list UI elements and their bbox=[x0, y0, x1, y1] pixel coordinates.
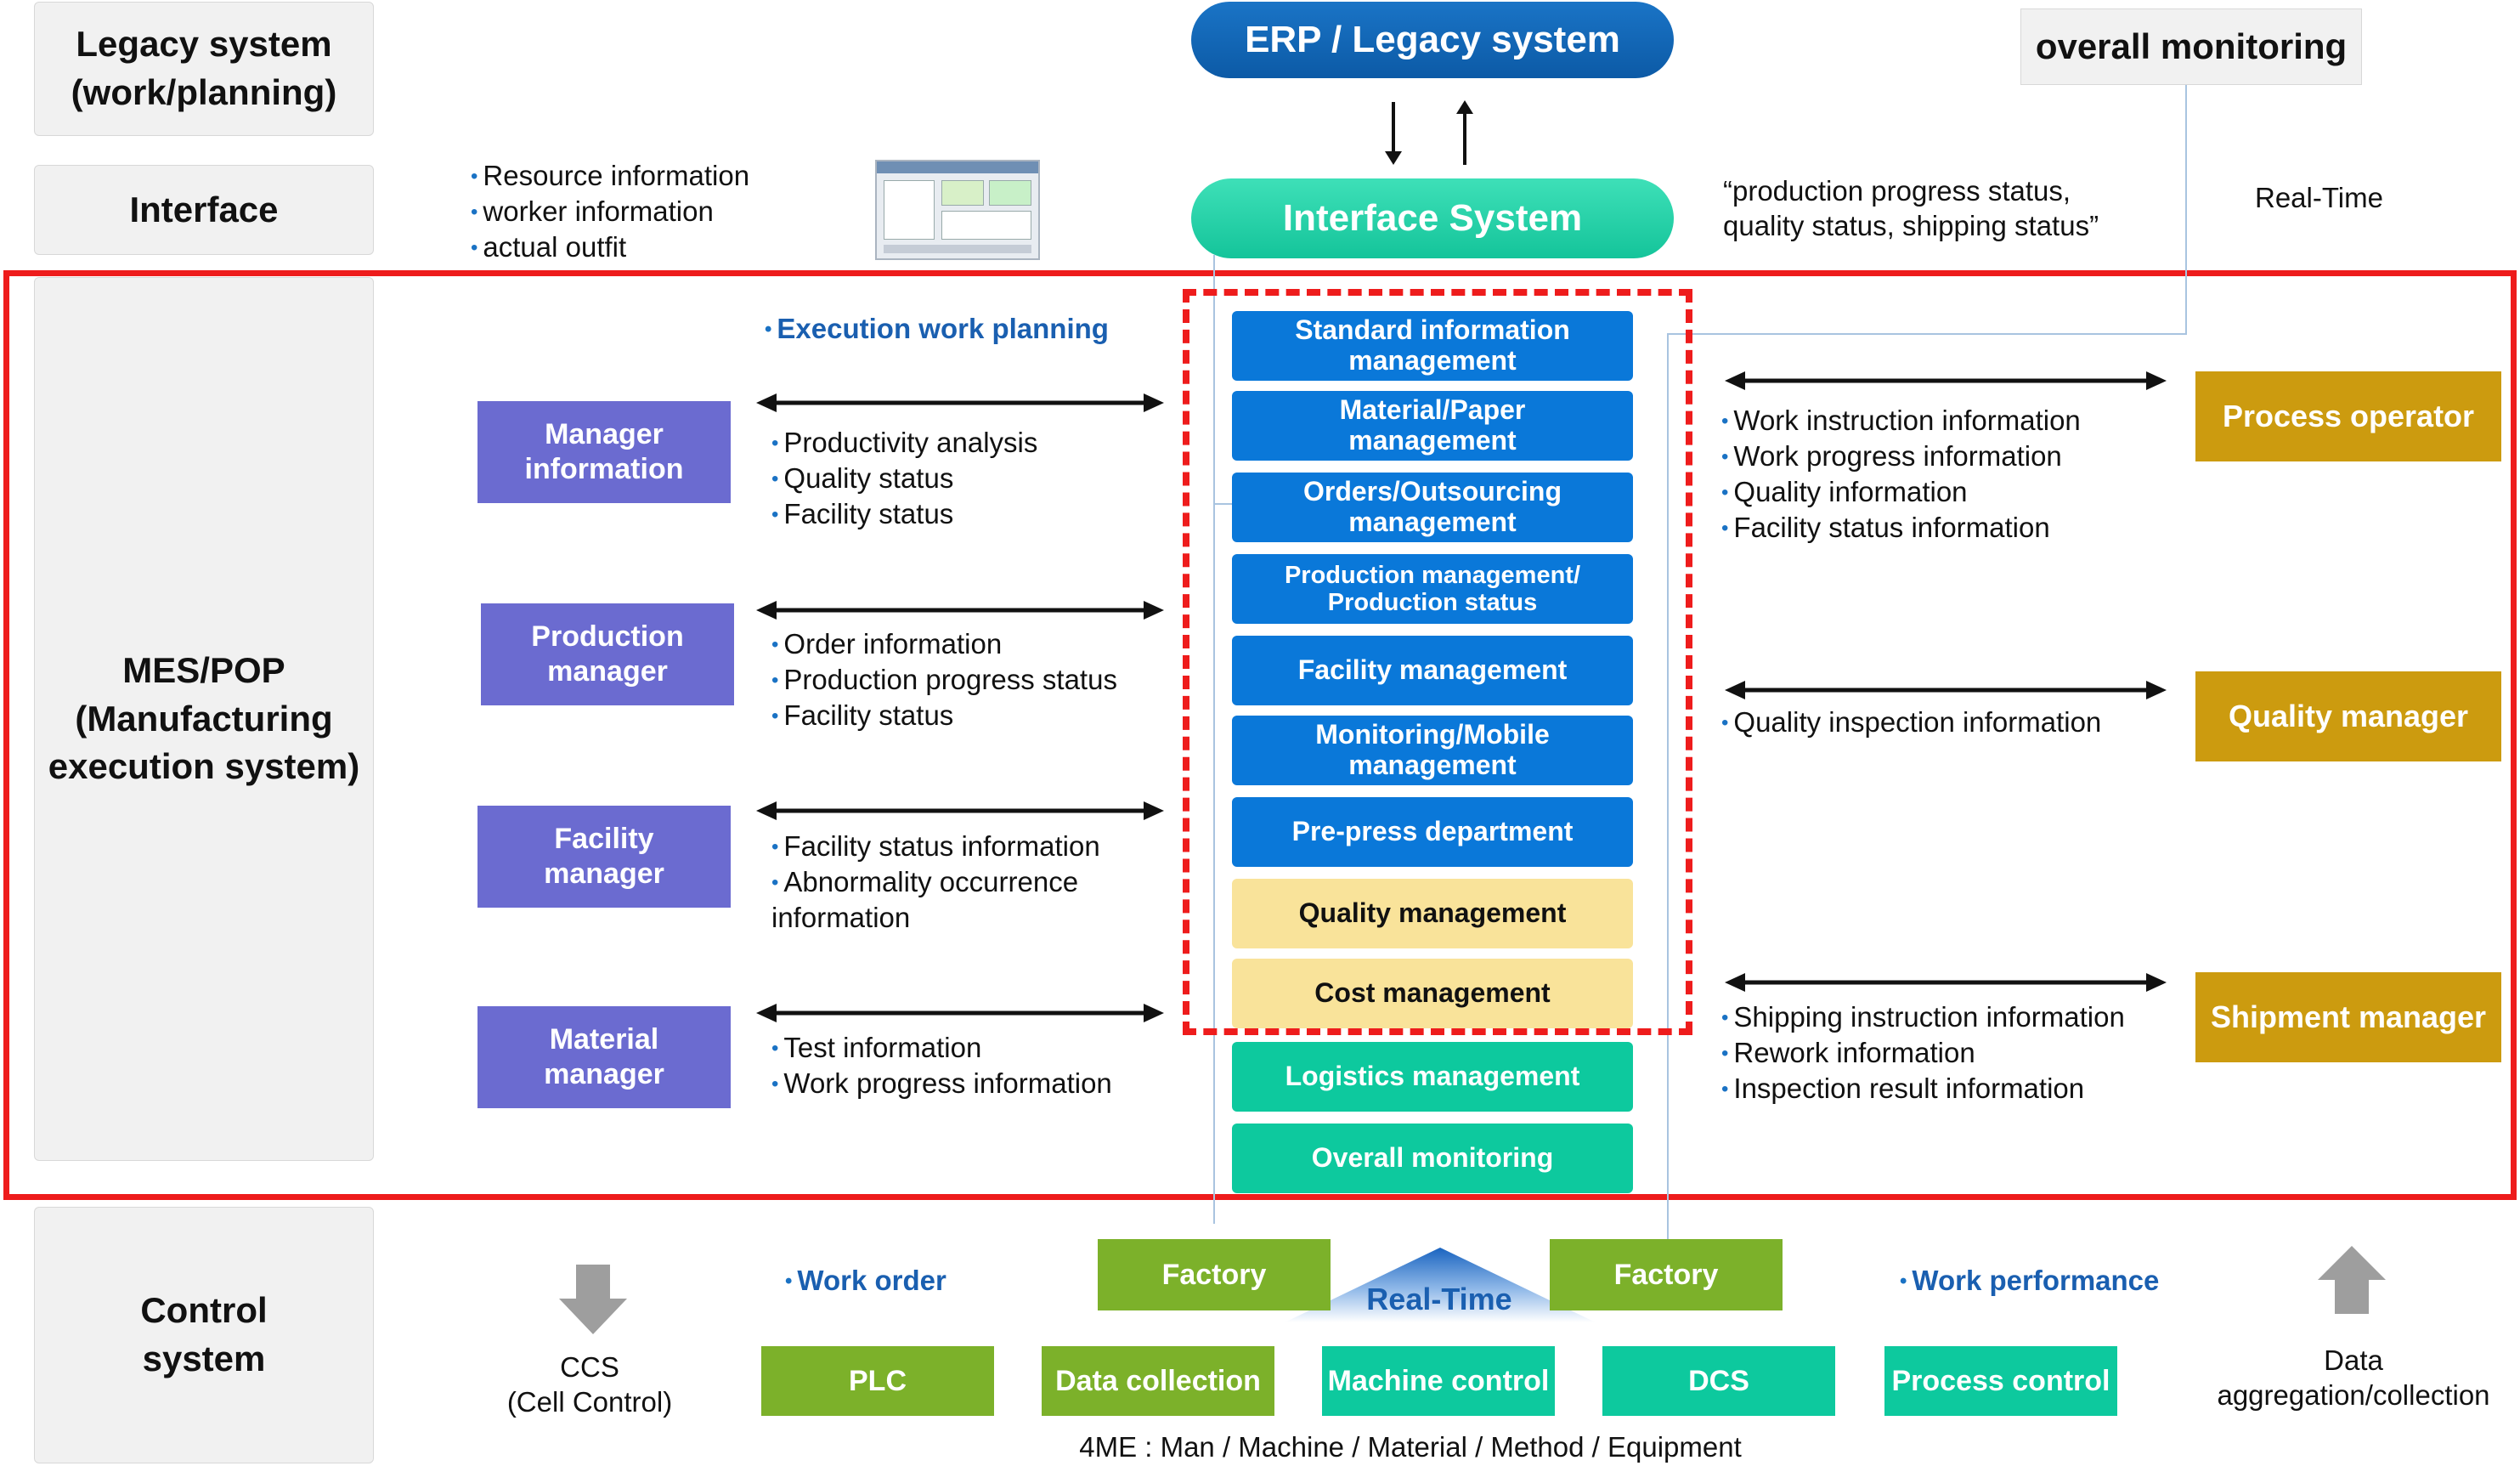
quality-manager-bullets: •Quality inspection information bbox=[1721, 705, 2101, 740]
work-order-label: •Work order bbox=[785, 1265, 946, 1296]
production-manager-bullets: •Order information •Production progress … bbox=[771, 626, 1117, 733]
execution-planning-label: •Execution work planning bbox=[765, 313, 1109, 344]
module-facility-management: Facility management bbox=[1232, 636, 1633, 705]
role-facility-manager: Facility manager bbox=[477, 806, 731, 908]
core-modules-dashed-frame bbox=[1183, 289, 1692, 1035]
list-item: •Test information bbox=[771, 1032, 982, 1063]
row-label-mes: MES/POP (Manufacturing execution system) bbox=[34, 277, 374, 1161]
list-item-continuation: information bbox=[771, 902, 911, 933]
process-operator-bullets: •Work instruction information •Work prog… bbox=[1721, 403, 2081, 546]
connector-line-right bbox=[1667, 333, 1669, 1241]
role-material-manager: Material manager bbox=[477, 1006, 731, 1108]
module-overall-monitoring: Overall monitoring bbox=[1232, 1124, 1633, 1193]
list-item: •Inspection result information bbox=[1721, 1073, 2085, 1104]
row-label-control: Control system bbox=[34, 1207, 374, 1463]
ccs-label: CCS (Cell Control) bbox=[506, 1351, 673, 1418]
role-manager-information: Manager information bbox=[477, 401, 731, 503]
system-machine-control: Machine control bbox=[1322, 1346, 1555, 1416]
list-item: •worker information bbox=[471, 195, 714, 227]
list-item: •Production progress status bbox=[771, 664, 1117, 695]
module-orders-outsourcing: Orders/Outsourcing management bbox=[1232, 473, 1633, 542]
external-shipment-manager: Shipment manager bbox=[2195, 972, 2501, 1062]
factory-left: Factory bbox=[1098, 1239, 1331, 1310]
double-arrow-production bbox=[756, 601, 1164, 620]
realtime-label-control: Real-Time bbox=[1366, 1282, 1512, 1316]
list-item: •Work progress information bbox=[771, 1067, 1112, 1099]
row-label-interface: Interface bbox=[34, 165, 374, 255]
list-item: •actual outfit bbox=[471, 231, 627, 263]
external-quality-manager: Quality manager bbox=[2195, 671, 2501, 761]
down-arrow-icon bbox=[559, 1265, 627, 1334]
module-monitoring-mobile: Monitoring/Mobile management bbox=[1232, 716, 1633, 785]
system-plc: PLC bbox=[761, 1346, 994, 1416]
progress-status-quote: “production progress status, quality sta… bbox=[1723, 175, 2099, 241]
material-manager-bullets: •Test information •Work progress informa… bbox=[771, 1030, 1112, 1101]
connector-line-left bbox=[1213, 255, 1215, 1224]
overall-monitoring-box: overall monitoring bbox=[2020, 8, 2362, 85]
list-item: •Quality inspection information bbox=[1721, 706, 2102, 738]
list-item: •Productivity analysis bbox=[771, 427, 1038, 458]
realtime-triangle bbox=[1285, 1248, 1596, 1322]
footer-4me: 4ME : Man / Machine / Material / Method … bbox=[1079, 1431, 1742, 1463]
realtime-label-top: Real-Time bbox=[2255, 182, 2383, 213]
list-item: •Work progress information bbox=[1721, 440, 2062, 472]
module-standard-information: Standard information management bbox=[1232, 311, 1633, 381]
list-item: •Order information bbox=[771, 628, 1003, 659]
erp-legacy-system: ERP / Legacy system bbox=[1191, 2, 1674, 78]
module-material-paper: Material/Paper management bbox=[1232, 391, 1633, 461]
double-arrow-manager bbox=[756, 393, 1164, 412]
list-item: •Quality status bbox=[771, 462, 954, 494]
list-item: •Quality information bbox=[1721, 476, 1968, 507]
list-item: •Facility status bbox=[771, 699, 954, 731]
connector-line-monitor-v bbox=[2185, 85, 2187, 335]
row-label-legacy: Legacy system (work/planning) bbox=[34, 2, 374, 136]
list-item: •Shipping instruction information bbox=[1721, 1001, 2125, 1033]
double-arrow-material bbox=[756, 1004, 1164, 1022]
double-arrow-facility bbox=[756, 801, 1164, 820]
system-data-collection: Data collection bbox=[1042, 1346, 1274, 1416]
facility-manager-bullets: •Facility status information •Abnormalit… bbox=[771, 829, 1100, 935]
manager-info-bullets: •Productivity analysis •Quality status •… bbox=[771, 425, 1037, 532]
double-arrow-shipment-manager bbox=[1725, 973, 2167, 992]
mes-highlight-frame bbox=[3, 270, 2517, 1200]
system-process-control: Process control bbox=[1884, 1346, 2117, 1416]
work-performance-label: •Work performance bbox=[1900, 1265, 2160, 1296]
up-arrow-icon bbox=[2318, 1246, 2386, 1314]
list-item: •Work instruction information bbox=[1721, 405, 2081, 436]
list-item: •Facility status information bbox=[771, 830, 1100, 862]
external-process-operator: Process operator bbox=[2195, 371, 2501, 461]
module-cost-management: Cost management bbox=[1232, 959, 1633, 1028]
list-item: •Abnormality occurrence bbox=[771, 866, 1079, 897]
connector-line-monitor-h bbox=[1667, 333, 2187, 335]
module-pre-press: Pre-press department bbox=[1232, 797, 1633, 867]
module-logistics-management: Logistics management bbox=[1232, 1042, 1633, 1112]
module-quality-management: Quality management bbox=[1232, 879, 1633, 948]
interface-bullet-list: •Resource information •worker informatio… bbox=[471, 158, 749, 265]
shipment-manager-bullets: •Shipping instruction information •Rewor… bbox=[1721, 999, 2125, 1107]
module-production-management: Production management/ Production status bbox=[1232, 554, 1633, 624]
system-screenshot-thumbnail bbox=[875, 160, 1040, 260]
list-item: •Rework information bbox=[1721, 1037, 1975, 1068]
data-aggregation-label: Data aggregation/collection bbox=[2217, 1344, 2490, 1411]
double-arrow-process-operator bbox=[1725, 371, 2167, 390]
factory-right: Factory bbox=[1550, 1239, 1783, 1310]
system-dcs: DCS bbox=[1602, 1346, 1835, 1416]
list-item: •Facility status bbox=[771, 498, 954, 529]
list-item: •Resource information bbox=[471, 160, 750, 191]
role-production-manager: Production manager bbox=[481, 603, 734, 705]
connector-line-left-stub bbox=[1213, 503, 1234, 505]
list-item: •Facility status information bbox=[1721, 512, 2050, 543]
erp-interface-arrows bbox=[1385, 100, 1473, 165]
double-arrow-quality-manager bbox=[1725, 681, 2167, 699]
interface-system: Interface System bbox=[1191, 178, 1674, 258]
